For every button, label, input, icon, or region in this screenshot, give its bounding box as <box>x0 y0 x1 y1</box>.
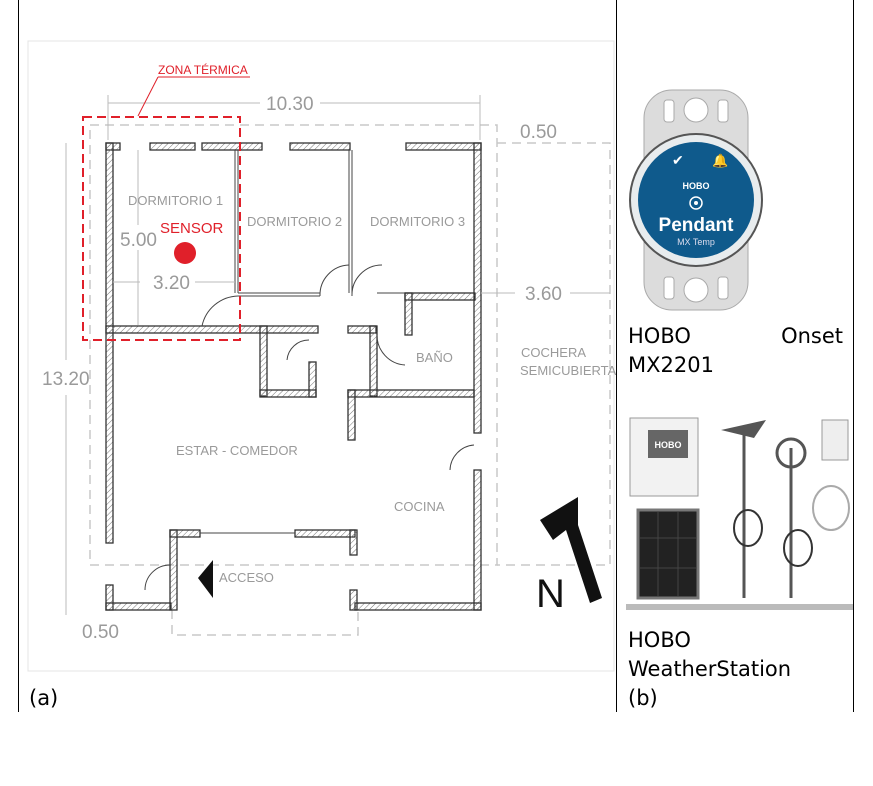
bell-icon: 🔔 <box>712 153 728 168</box>
pendant-brand: HOBO <box>683 181 710 191</box>
table-border-left <box>18 0 19 712</box>
room-acceso: ACCESO <box>219 570 274 585</box>
caption-b: (b) <box>628 686 658 710</box>
north-label: N <box>536 572 565 616</box>
dim-room-height: 5.00 <box>120 230 157 251</box>
thermal-zone-outline <box>82 116 241 341</box>
room-cochera: COCHERA <box>521 345 586 360</box>
dim-garage-width: 3.60 <box>525 284 562 305</box>
check-icon: ✔ <box>672 152 684 168</box>
pendant-model: MX Temp <box>677 237 715 247</box>
zone-label: ZONA TÉRMICA <box>158 62 248 77</box>
device2-label: HOBO WeatherStation (b) <box>628 626 791 713</box>
dim-room-width: 3.20 <box>153 273 190 294</box>
table-border-right <box>853 0 854 712</box>
pendant-name: Pendant <box>659 215 735 236</box>
room-semicubierta: SEMICUBIERTA <box>520 363 616 378</box>
room-bano: BAÑO <box>416 350 453 365</box>
dim-offset-top: 0.50 <box>520 122 557 143</box>
room-estar-comedor: ESTAR - COMEDOR <box>176 443 298 458</box>
entry-arrow-icon <box>198 560 213 598</box>
hobo-weatherstation-photo: HOBO <box>626 417 853 610</box>
device1-label: HOBO Onset MX2201 <box>628 322 843 380</box>
dim-offset-bottom: 0.50 <box>82 622 119 643</box>
table-border-middle <box>616 0 617 712</box>
caption-a: (a) <box>29 686 59 710</box>
device2-label-a: HOBO <box>628 628 691 652</box>
sensor-label: SENSOR <box>160 220 224 237</box>
dim-total-height: 13.20 <box>42 369 90 390</box>
floor-plan: 10.30 0.50 5.00 3.20 3.60 13.20 0.50 DOR… <box>27 40 616 672</box>
north-arrow-icon <box>540 497 602 603</box>
hobo-pendant-photo: ✔ 🔔 HOBO Pendant MX Temp <box>629 89 763 311</box>
device1-label-b: Onset <box>781 324 843 348</box>
walls <box>105 142 482 611</box>
station-brand: HOBO <box>655 440 682 450</box>
room-dormitorio-2: DORMITORIO 2 <box>247 214 342 229</box>
room-dormitorio-1: DORMITORIO 1 <box>128 193 223 208</box>
roof-outline <box>89 124 611 636</box>
room-dormitorio-3: DORMITORIO 3 <box>370 214 465 229</box>
device1-label-c: MX2201 <box>628 353 714 377</box>
device1-label-a: HOBO <box>628 324 691 348</box>
room-cocina: COCINA <box>394 499 445 514</box>
sensor-marker <box>174 242 196 264</box>
dim-width: 10.30 <box>266 94 314 115</box>
device2-label-b: WeatherStation <box>628 657 792 681</box>
